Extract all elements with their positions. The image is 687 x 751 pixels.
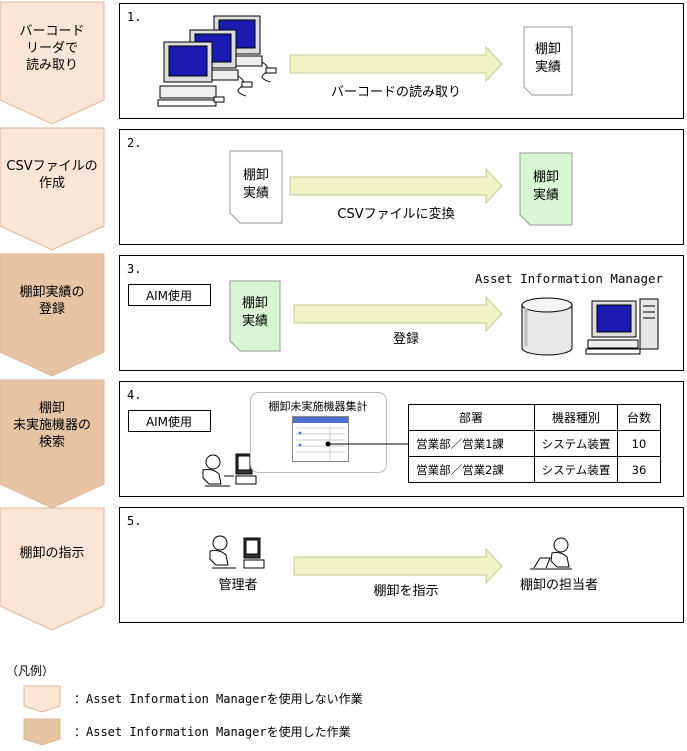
table-header: 台数: [627, 410, 651, 425]
inventory-table: 部署 機器種別 台数 営業部／営業1課 システム装置 10 営業部／営業2課 シ…: [408, 404, 661, 483]
table-cell: システム装置: [542, 463, 611, 477]
step-label-4: 棚卸未実施機器の検索: [13, 400, 91, 450]
manager-label: 管理者: [218, 578, 257, 593]
table-cell: 営業部／営業1課: [416, 437, 504, 451]
manager-icon: [209, 535, 265, 569]
table-cell: 36: [632, 463, 647, 477]
aim-badge-3-label: AIM使用: [146, 288, 192, 303]
arrow-label-1: バーコードの読み取り: [331, 84, 461, 100]
step-label-5: 棚卸の指示: [19, 545, 84, 561]
panel-number-2: 2.: [127, 136, 141, 150]
panel-number-1: 1.: [127, 10, 141, 24]
arrow-label-2: CSVファイルに変換: [337, 206, 454, 222]
table-header: 部署: [459, 410, 483, 425]
report-window-title: 棚卸未実施機器集計: [269, 399, 368, 413]
step-chevron-1: バーコードリーダで読み取り: [0, 1, 105, 125]
panel-number-3: 3.: [127, 262, 141, 276]
aim-badge-3: [128, 284, 211, 306]
document-icon-1: 棚卸実績: [523, 26, 573, 96]
step-label-2: CSVファイルの作成: [6, 159, 97, 191]
svg-text:棚卸実績: 棚卸実績: [243, 167, 269, 201]
arrow-5: [293, 547, 503, 585]
step-label-1: バーコードリーダで読み取り: [19, 24, 84, 73]
arrow-3: [293, 295, 503, 333]
staff-label: 棚卸の担当者: [520, 577, 598, 593]
aim-badge-4: [128, 410, 211, 432]
server-title: Asset Information Manager: [475, 271, 664, 286]
document-icon-3: 棚卸実績: [229, 280, 281, 352]
step-chevron-3: 棚卸実績の登録: [0, 253, 105, 377]
legend-swatch-dark: [23, 718, 61, 746]
document-icon-2b: 棚卸実績: [519, 152, 573, 226]
table-header: 機器種別: [552, 410, 600, 425]
legend-title: （凡例）: [6, 664, 54, 678]
step-chevron-5: 棚卸の指示: [0, 507, 105, 631]
arrow-2: [289, 167, 503, 205]
table-cell: 営業部／営業2課: [416, 463, 504, 477]
legend-item-dark: ：Asset Information Managerを使用した作業: [74, 724, 351, 739]
panel-number-5: 5.: [127, 514, 141, 528]
legend-item-light: ：Asset Information Managerを使用しない作業: [74, 691, 363, 706]
step-label-3: 棚卸実績の登録: [19, 284, 84, 317]
arrow-label-3: 登録: [393, 332, 419, 347]
arrow-label-5: 棚卸を指示: [373, 583, 438, 599]
legend-swatch-light: [23, 685, 61, 713]
report-window: 棚卸未実施機器集計: [250, 392, 387, 473]
table-cell: システム装置: [542, 437, 611, 451]
aim-badge-4-label: AIM使用: [146, 414, 192, 429]
arrow-1: [289, 45, 503, 83]
pc-cluster-icon: [157, 15, 277, 107]
table-cell: 10: [632, 437, 647, 451]
step-chevron-2: CSVファイルの作成: [0, 127, 105, 251]
svg-text:棚卸実績: 棚卸実績: [535, 41, 561, 75]
user-at-pc-icon-4: [202, 453, 257, 487]
staff-icon: [530, 537, 572, 570]
document-icon-2a: 棚卸実績: [229, 150, 283, 224]
panel-number-4: 4.: [127, 388, 141, 402]
database-server-icon: [521, 297, 659, 356]
svg-text:棚卸実績: 棚卸実績: [242, 295, 268, 329]
step-chevron-4: 棚卸未実施機器の検索: [0, 379, 105, 509]
svg-text:棚卸実績: 棚卸実績: [533, 169, 559, 203]
